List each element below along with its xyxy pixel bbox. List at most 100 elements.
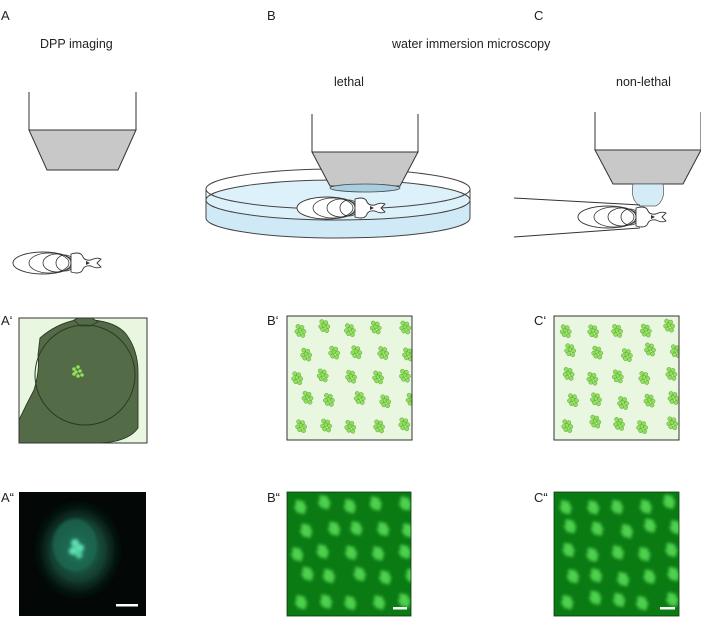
cell bbox=[672, 372, 678, 377]
cell bbox=[375, 505, 381, 511]
cell bbox=[587, 547, 593, 553]
cell bbox=[563, 542, 569, 549]
cell bbox=[670, 499, 676, 505]
cell bbox=[670, 323, 675, 329]
cell bbox=[306, 532, 312, 538]
cell bbox=[346, 545, 352, 551]
cell bbox=[588, 324, 594, 330]
cell bbox=[562, 419, 568, 424]
cell bbox=[329, 573, 335, 580]
frame-c-prime bbox=[553, 315, 680, 441]
cell bbox=[594, 505, 600, 511]
cell bbox=[330, 398, 335, 403]
cell bbox=[351, 600, 357, 606]
cell bbox=[563, 427, 569, 432]
cell bbox=[674, 571, 679, 578]
cell bbox=[384, 526, 390, 533]
cell bbox=[628, 353, 633, 358]
cell bbox=[302, 566, 308, 572]
cell bbox=[406, 373, 411, 379]
cell bbox=[671, 551, 677, 558]
cell bbox=[645, 551, 651, 558]
cell bbox=[568, 551, 574, 558]
cell bbox=[404, 355, 409, 361]
cell bbox=[300, 508, 306, 514]
cell bbox=[590, 414, 596, 420]
cell bbox=[565, 333, 571, 339]
cell bbox=[642, 331, 647, 337]
cell bbox=[623, 580, 629, 587]
cell bbox=[379, 375, 384, 381]
micrograph-a-double-prime bbox=[19, 492, 146, 616]
cell bbox=[592, 345, 598, 351]
cell bbox=[385, 579, 391, 585]
heading-lethal: lethal bbox=[334, 75, 364, 89]
cell bbox=[619, 601, 625, 608]
cell bbox=[349, 508, 355, 514]
cell bbox=[334, 530, 340, 536]
larva-a bbox=[12, 251, 102, 275]
cell bbox=[626, 533, 633, 539]
cell bbox=[301, 428, 306, 434]
cell bbox=[594, 329, 600, 335]
cell bbox=[354, 391, 360, 396]
cell bbox=[405, 329, 411, 335]
cell bbox=[615, 600, 621, 607]
cell bbox=[319, 495, 325, 501]
cell bbox=[676, 525, 679, 531]
cell bbox=[646, 332, 651, 338]
cell bbox=[641, 507, 647, 513]
cell bbox=[371, 504, 377, 510]
cell bbox=[567, 604, 573, 610]
cell bbox=[330, 529, 336, 535]
cell bbox=[383, 355, 389, 360]
cell bbox=[329, 345, 335, 351]
cell bbox=[324, 393, 329, 398]
cell-clusters-c-double-prime bbox=[559, 494, 679, 611]
cell bbox=[597, 397, 602, 403]
cell bbox=[380, 424, 385, 430]
cell bbox=[345, 507, 351, 513]
cell bbox=[563, 603, 569, 609]
cell bbox=[649, 578, 655, 584]
cell bbox=[375, 427, 380, 433]
cell bbox=[563, 367, 569, 372]
cell bbox=[351, 328, 356, 333]
cell bbox=[596, 419, 602, 425]
cell bbox=[644, 569, 650, 575]
cell bbox=[400, 601, 406, 607]
cell bbox=[649, 527, 656, 533]
cell bbox=[298, 376, 304, 382]
cell bbox=[650, 523, 657, 529]
cell bbox=[592, 400, 597, 406]
cell bbox=[400, 496, 406, 502]
cell bbox=[322, 377, 328, 383]
cell bbox=[307, 352, 313, 358]
cell bbox=[330, 353, 336, 359]
cell bbox=[568, 577, 575, 583]
cell bbox=[593, 376, 599, 382]
cell bbox=[350, 428, 356, 434]
cell bbox=[612, 545, 618, 551]
cell bbox=[572, 578, 579, 584]
cell bbox=[346, 427, 352, 433]
cell bbox=[619, 426, 624, 431]
cell bbox=[623, 356, 628, 361]
cell bbox=[327, 423, 332, 429]
cell bbox=[351, 345, 357, 351]
cell bbox=[671, 376, 677, 381]
cell bbox=[666, 367, 672, 372]
cell bbox=[598, 350, 604, 356]
cell bbox=[303, 398, 309, 404]
cell bbox=[406, 501, 411, 507]
cell bbox=[640, 379, 646, 384]
cell bbox=[384, 351, 390, 356]
cell bbox=[644, 393, 650, 399]
cell bbox=[598, 526, 604, 532]
cell bbox=[320, 503, 326, 509]
cell bbox=[356, 354, 362, 360]
cell bbox=[380, 570, 386, 576]
cell bbox=[401, 376, 406, 382]
frame-b-prime bbox=[286, 315, 413, 441]
cell bbox=[381, 402, 387, 408]
